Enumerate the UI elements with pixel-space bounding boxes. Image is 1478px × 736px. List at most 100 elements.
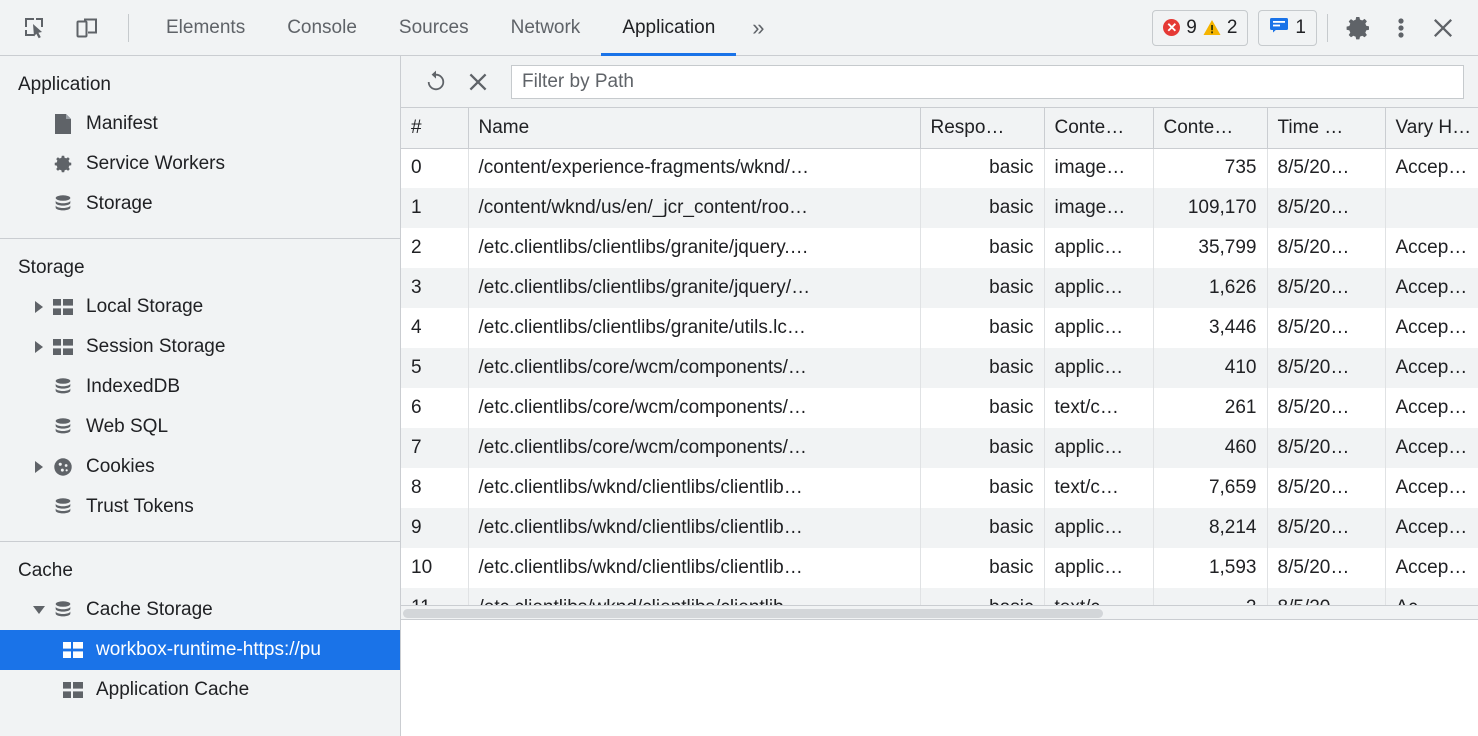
cell-index: 4 bbox=[401, 308, 469, 348]
cell-response-type: basic bbox=[920, 228, 1045, 268]
column-header-name[interactable]: Name bbox=[468, 108, 921, 149]
error-count: 9 bbox=[1186, 17, 1197, 38]
sidebar-item-workbox-runtime-cache[interactable]: workbox-runtime-https://pu bbox=[0, 630, 400, 670]
tab-elements[interactable]: Elements bbox=[145, 0, 266, 56]
application-sidebar: Application Manifest Service Workers bbox=[0, 56, 401, 736]
devtools-toolbar: Elements Console Sources Network Applica… bbox=[0, 0, 1478, 56]
tab-application[interactable]: Application bbox=[601, 0, 737, 56]
tab-network[interactable]: Network bbox=[490, 0, 602, 56]
cell-name: /etc.clientlibs/wknd/clientlibs/clientli… bbox=[468, 548, 921, 588]
table-row[interactable]: 3/etc.clientlibs/clientlibs/granite/jque… bbox=[401, 268, 1478, 308]
refresh-icon[interactable] bbox=[415, 61, 457, 103]
cell-index: 7 bbox=[401, 428, 469, 468]
device-toolbar-icon[interactable] bbox=[66, 7, 108, 49]
tab-sources[interactable]: Sources bbox=[378, 0, 490, 56]
cell-content-length: 1,593 bbox=[1153, 548, 1268, 588]
column-header-vary-header[interactable]: Vary H… bbox=[1385, 108, 1478, 149]
cell-time-cached: 8/5/20… bbox=[1267, 468, 1386, 508]
sidebar-item-trust-tokens[interactable]: Trust Tokens bbox=[0, 487, 400, 527]
issues-counter[interactable]: ✕ 9 2 bbox=[1152, 9, 1249, 46]
chevron-down-icon[interactable] bbox=[28, 606, 50, 614]
column-header-index[interactable]: # bbox=[401, 108, 469, 149]
table-icon bbox=[60, 681, 86, 699]
delete-icon[interactable] bbox=[457, 61, 499, 103]
table-row[interactable]: 9/etc.clientlibs/wknd/clientlibs/clientl… bbox=[401, 508, 1478, 548]
sidebar-item-application-cache[interactable]: Application Cache bbox=[0, 670, 400, 710]
table-row[interactable]: 0/content/experience-fragments/wknd/…bas… bbox=[401, 148, 1478, 188]
horizontal-scrollbar[interactable] bbox=[401, 605, 1478, 619]
tab-label: Network bbox=[510, 16, 581, 38]
cell-content-length: 261 bbox=[1153, 388, 1268, 428]
sidebar-item-session-storage[interactable]: Session Storage bbox=[0, 327, 400, 367]
chevron-right-icon[interactable] bbox=[28, 461, 50, 473]
sidebar-item-label: Manifest bbox=[86, 113, 158, 134]
chevron-right-icon[interactable] bbox=[28, 301, 50, 313]
cell-name: /etc.clientlibs/clientlibs/granite/jquer… bbox=[468, 268, 921, 308]
cache-preview-pane bbox=[401, 620, 1478, 736]
cell-name: /etc.clientlibs/core/wcm/components/… bbox=[468, 348, 921, 388]
sidebar-section-title: Application bbox=[18, 74, 111, 95]
sidebar-section-cache: Cache Cache Storage workbox-runtime-http… bbox=[0, 542, 400, 724]
message-count: 1 bbox=[1295, 17, 1306, 38]
warning-icon bbox=[1203, 19, 1221, 36]
table-row[interactable]: 5/etc.clientlibs/core/wcm/components/…ba… bbox=[401, 348, 1478, 388]
sidebar-item-storage[interactable]: Storage bbox=[0, 184, 400, 224]
sidebar-item-indexeddb[interactable]: IndexedDB bbox=[0, 367, 400, 407]
cell-vary-header: Accep… bbox=[1385, 548, 1478, 588]
messages-counter[interactable]: 1 bbox=[1258, 9, 1317, 46]
sidebar-item-service-workers[interactable]: Service Workers bbox=[0, 144, 400, 184]
cache-entries-table: # Name Respo… Conte… Conte… Time … Vary … bbox=[401, 108, 1478, 619]
cache-filter-toolbar bbox=[401, 56, 1478, 108]
sidebar-item-cache-storage[interactable]: Cache Storage bbox=[0, 590, 400, 630]
cell-name: /etc.clientlibs/clientlibs/granite/jquer… bbox=[468, 228, 921, 268]
cell-vary-header: Accep… bbox=[1385, 428, 1478, 468]
column-header-content-type[interactable]: Conte… bbox=[1044, 108, 1154, 149]
table-row[interactable]: 2/etc.clientlibs/clientlibs/granite/jque… bbox=[401, 228, 1478, 268]
kebab-menu-icon[interactable] bbox=[1380, 7, 1422, 49]
cell-time-cached: 8/5/20… bbox=[1267, 508, 1386, 548]
cell-content-length: 109,170 bbox=[1153, 188, 1268, 228]
cell-vary-header: Accep… bbox=[1385, 268, 1478, 308]
scrollbar-thumb[interactable] bbox=[403, 609, 1103, 618]
cell-name: /etc.clientlibs/core/wcm/components/… bbox=[468, 428, 921, 468]
table-row[interactable]: 8/etc.clientlibs/wknd/clientlibs/clientl… bbox=[401, 468, 1478, 508]
table-icon bbox=[60, 641, 86, 659]
cell-content-length: 735 bbox=[1153, 148, 1268, 188]
more-tabs-icon[interactable]: » bbox=[736, 0, 780, 56]
cell-response-type: basic bbox=[920, 148, 1045, 188]
sidebar-item-manifest[interactable]: Manifest bbox=[0, 104, 400, 144]
cell-vary-header: Accep… bbox=[1385, 308, 1478, 348]
column-header-content-length[interactable]: Conte… bbox=[1153, 108, 1268, 149]
table-row[interactable]: 4/etc.clientlibs/clientlibs/granite/util… bbox=[401, 308, 1478, 348]
filter-by-path-input[interactable] bbox=[511, 64, 1464, 99]
table-row[interactable]: 6/etc.clientlibs/core/wcm/components/…ba… bbox=[401, 388, 1478, 428]
sidebar-item-web-sql[interactable]: Web SQL bbox=[0, 407, 400, 447]
cell-time-cached: 8/5/20… bbox=[1267, 548, 1386, 588]
table-header-row: # Name Respo… Conte… Conte… Time … Vary … bbox=[401, 108, 1478, 149]
devtools-body: Application Manifest Service Workers bbox=[0, 56, 1478, 736]
cell-index: 5 bbox=[401, 348, 469, 388]
inspect-element-icon[interactable] bbox=[14, 7, 56, 49]
tab-label: Sources bbox=[398, 16, 469, 38]
table-row[interactable]: 1/content/wknd/us/en/_jcr_content/roo…ba… bbox=[401, 188, 1478, 228]
chevron-right-icon[interactable] bbox=[28, 341, 50, 353]
column-header-time-cached[interactable]: Time … bbox=[1267, 108, 1386, 149]
cell-name: /content/experience-fragments/wknd/… bbox=[468, 148, 921, 188]
close-icon[interactable] bbox=[1422, 7, 1464, 49]
tab-label: Application bbox=[622, 16, 716, 38]
gear-icon[interactable] bbox=[1338, 7, 1380, 49]
more-tabs-label: » bbox=[752, 14, 765, 40]
cell-vary-header bbox=[1385, 188, 1478, 228]
sidebar-item-local-storage[interactable]: Local Storage bbox=[0, 287, 400, 327]
cell-response-type: basic bbox=[920, 188, 1045, 228]
sidebar-item-label: Session Storage bbox=[86, 336, 226, 357]
sidebar-item-cookies[interactable]: Cookies bbox=[0, 447, 400, 487]
tab-console[interactable]: Console bbox=[266, 0, 378, 56]
cell-time-cached: 8/5/20… bbox=[1267, 388, 1386, 428]
warning-count: 2 bbox=[1226, 17, 1238, 38]
table-row[interactable]: 7/etc.clientlibs/core/wcm/components/…ba… bbox=[401, 428, 1478, 468]
cell-content-type: applic… bbox=[1044, 348, 1154, 388]
column-header-response-type[interactable]: Respo… bbox=[920, 108, 1045, 149]
sidebar-item-label: Web SQL bbox=[86, 416, 169, 437]
table-row[interactable]: 10/etc.clientlibs/wknd/clientlibs/client… bbox=[401, 548, 1478, 588]
